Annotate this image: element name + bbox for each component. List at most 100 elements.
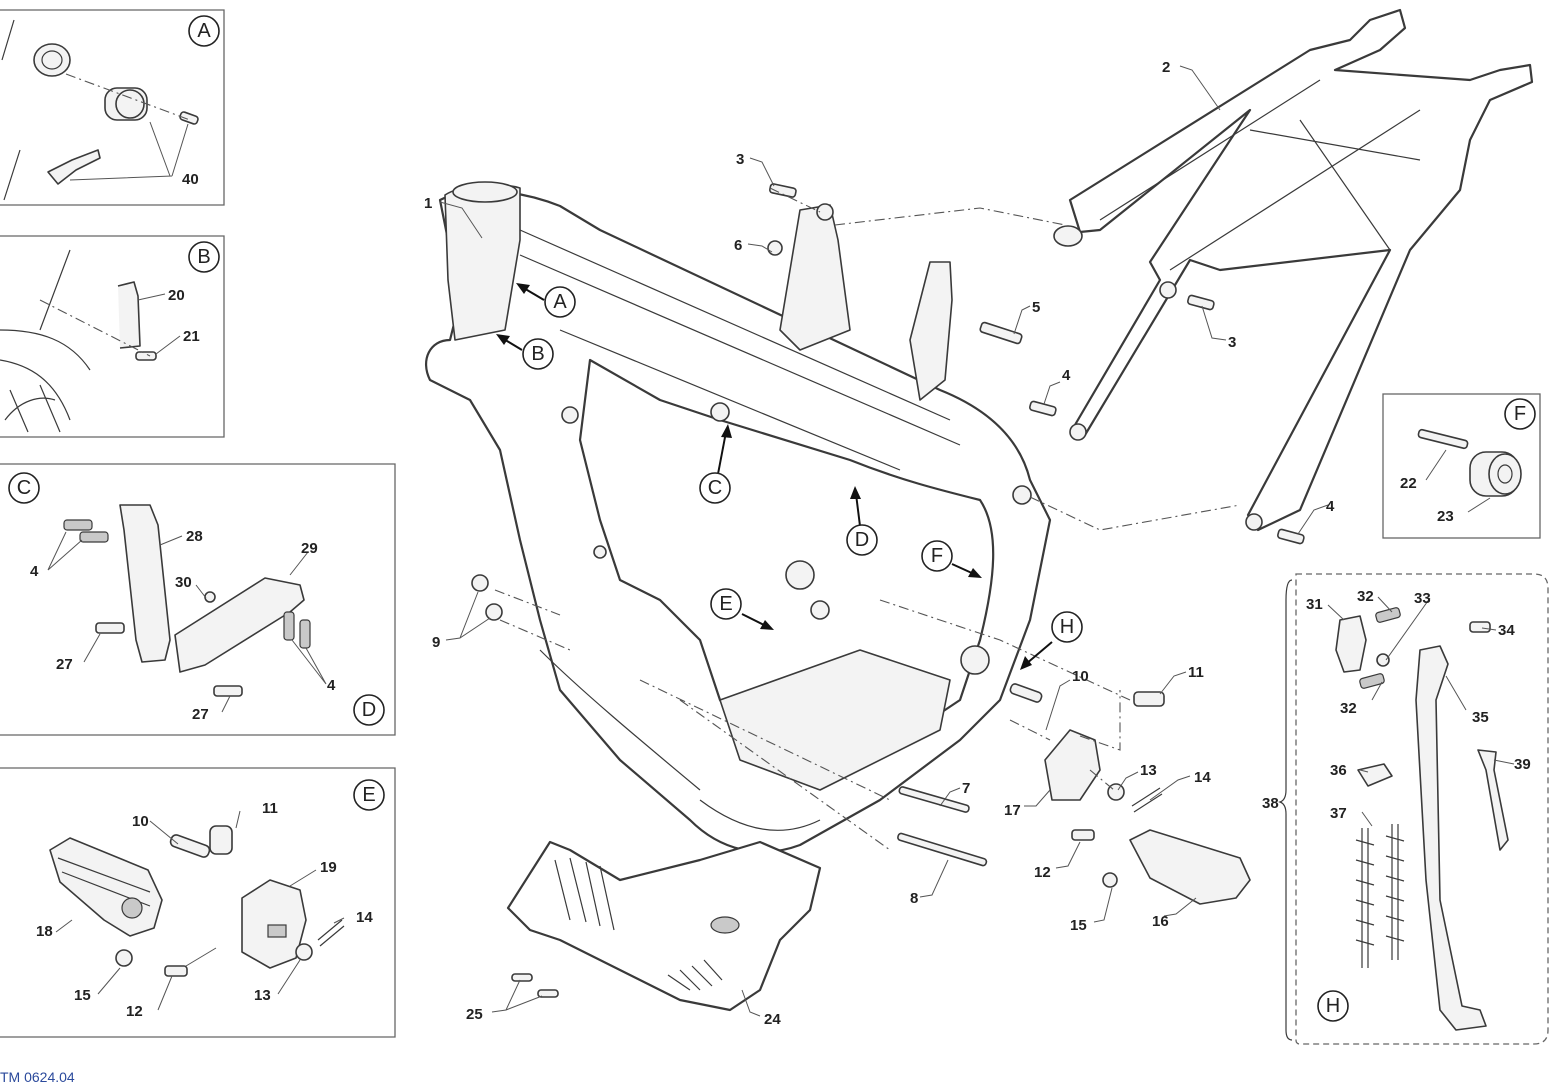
main-loose-parts xyxy=(471,183,1305,998)
detail-letter-c: C xyxy=(17,477,31,499)
detail-letter-h: H xyxy=(1326,995,1340,1017)
part-num-11: 11 xyxy=(1188,664,1204,681)
main-callout-a: A xyxy=(553,291,567,313)
part-num-15: 15 xyxy=(1070,917,1087,934)
detail-letter-e-circle xyxy=(353,779,385,811)
part-num-2: 2 xyxy=(1162,59,1170,76)
part-num-35: 35 xyxy=(1472,709,1489,726)
part-num-1: 1 xyxy=(424,195,432,212)
part-num-32-a: 32 xyxy=(1357,588,1374,605)
subframe-assembly xyxy=(1053,8,1534,532)
detail-letter-e: E xyxy=(362,784,375,806)
part-num-7: 7 xyxy=(962,780,970,797)
detail-box-e: E 10 11 19 14 18 15 12 13 xyxy=(0,767,396,1038)
part-num-12-e: 12 xyxy=(126,1003,143,1020)
part-num-14-e: 14 xyxy=(356,909,373,926)
part-num-24: 24 xyxy=(764,1011,781,1028)
part-num-39: 39 xyxy=(1514,756,1531,773)
part-num-30: 30 xyxy=(175,574,192,591)
detail-box-h: H 38 31 32 33 34 32 35 36 39 37 xyxy=(1262,573,1549,1045)
part-num-10-e: 10 xyxy=(132,813,149,830)
footpeg-16-shape xyxy=(1129,829,1251,905)
part-num-11-e: 11 xyxy=(262,800,278,817)
callout-arrows xyxy=(496,283,1053,670)
part-num-27-a: 27 xyxy=(56,656,73,673)
main-callout-c: C xyxy=(708,477,722,499)
bracket-20-shape xyxy=(117,281,141,349)
part-num-22: 22 xyxy=(1400,475,1417,492)
bracket-29-shape xyxy=(174,577,305,673)
main-frame-assembly xyxy=(425,181,1052,853)
detail-letter-b-circle xyxy=(188,241,220,273)
main-callout-letters: A B C D E F H xyxy=(522,286,1083,643)
part-num-3-b: 3 xyxy=(1228,334,1236,351)
part-num-16: 16 xyxy=(1152,913,1169,930)
part-num-3-a: 3 xyxy=(736,151,744,168)
part-num-4-b: 4 xyxy=(1326,498,1335,515)
detail-letter-c-circle xyxy=(8,472,40,504)
main-callout-b: B xyxy=(531,343,544,365)
detail-letter-f-circle xyxy=(1504,398,1536,430)
assembly-lines xyxy=(494,187,1241,851)
part-num-8: 8 xyxy=(910,890,918,907)
detail-letter-d: D xyxy=(362,699,376,721)
part-num-18: 18 xyxy=(36,923,53,940)
part-num-29: 29 xyxy=(301,540,318,557)
part-num-4-c: 4 xyxy=(30,563,39,580)
detail-letter-h-circle xyxy=(1317,990,1349,1022)
detail-box-f: F 22 23 xyxy=(1382,393,1541,539)
part-num-28: 28 xyxy=(186,528,203,545)
main-callout-d: D xyxy=(855,529,869,551)
subframe-shape xyxy=(1068,8,1534,532)
bracket-19-shape xyxy=(241,879,307,969)
footpeg-18-shape xyxy=(49,837,163,937)
part-num-21: 21 xyxy=(183,328,200,345)
detail-letter-a-circle xyxy=(188,15,220,47)
main-part-numbers: 1 2 3 3 4 4 5 6 7 8 9 10 11 12 13 14 15 … xyxy=(424,59,1335,1028)
bracket-17-shape xyxy=(1044,729,1101,801)
part-num-27-b: 27 xyxy=(192,706,209,723)
detail-box-a: A 40 xyxy=(0,9,225,206)
detail-letter-f: F xyxy=(1514,403,1526,425)
part-num-36: 36 xyxy=(1330,762,1347,779)
part-num-17: 17 xyxy=(1004,802,1021,819)
part-num-9: 9 xyxy=(432,634,440,651)
detail-letter-d-circle xyxy=(353,694,385,726)
main-leaders xyxy=(439,65,1329,1017)
part-num-23: 23 xyxy=(1437,508,1454,525)
part-num-6: 6 xyxy=(734,237,742,254)
part-num-31: 31 xyxy=(1306,596,1323,613)
part-num-19: 19 xyxy=(320,859,337,876)
part-num-15-e: 15 xyxy=(74,987,91,1004)
main-callout-f: F xyxy=(931,545,943,567)
main-callout-e: E xyxy=(719,593,732,615)
part-num-10: 10 xyxy=(1072,668,1089,685)
part-num-34: 34 xyxy=(1498,622,1515,639)
detail-letter-a: A xyxy=(197,20,211,42)
side-stand-35-shape xyxy=(1415,645,1487,1031)
ignition-lock-parts xyxy=(33,43,199,185)
part-num-4-a: 4 xyxy=(1062,367,1071,384)
part-num-13-e: 13 xyxy=(254,987,271,1004)
detail-box-c-d: C D 28 29 30 4 27 27 4 xyxy=(0,463,396,736)
bracket-28-shape xyxy=(119,504,171,663)
main-callout-h: H xyxy=(1060,616,1074,638)
part-num-14: 14 xyxy=(1194,769,1211,786)
figure-reference-code: TM 0624.04 xyxy=(0,1069,75,1085)
part-num-40: 40 xyxy=(182,171,199,188)
detail-letter-b: B xyxy=(197,246,210,268)
part-num-33: 33 xyxy=(1414,590,1431,607)
part-num-32-b: 32 xyxy=(1340,700,1357,717)
detail-box-b: B 20 21 xyxy=(0,235,225,438)
part-num-13: 13 xyxy=(1140,762,1157,779)
shock-mount-bracket xyxy=(779,204,851,351)
part-num-20: 20 xyxy=(168,287,185,304)
part-num-12: 12 xyxy=(1034,864,1051,881)
skid-plate-24 xyxy=(506,840,822,1012)
part-num-25: 25 xyxy=(466,1006,483,1023)
group-num-38: 38 xyxy=(1262,795,1279,812)
part-num-5: 5 xyxy=(1032,299,1040,316)
part-num-4-d: 4 xyxy=(327,677,336,694)
part-num-37: 37 xyxy=(1330,805,1347,822)
